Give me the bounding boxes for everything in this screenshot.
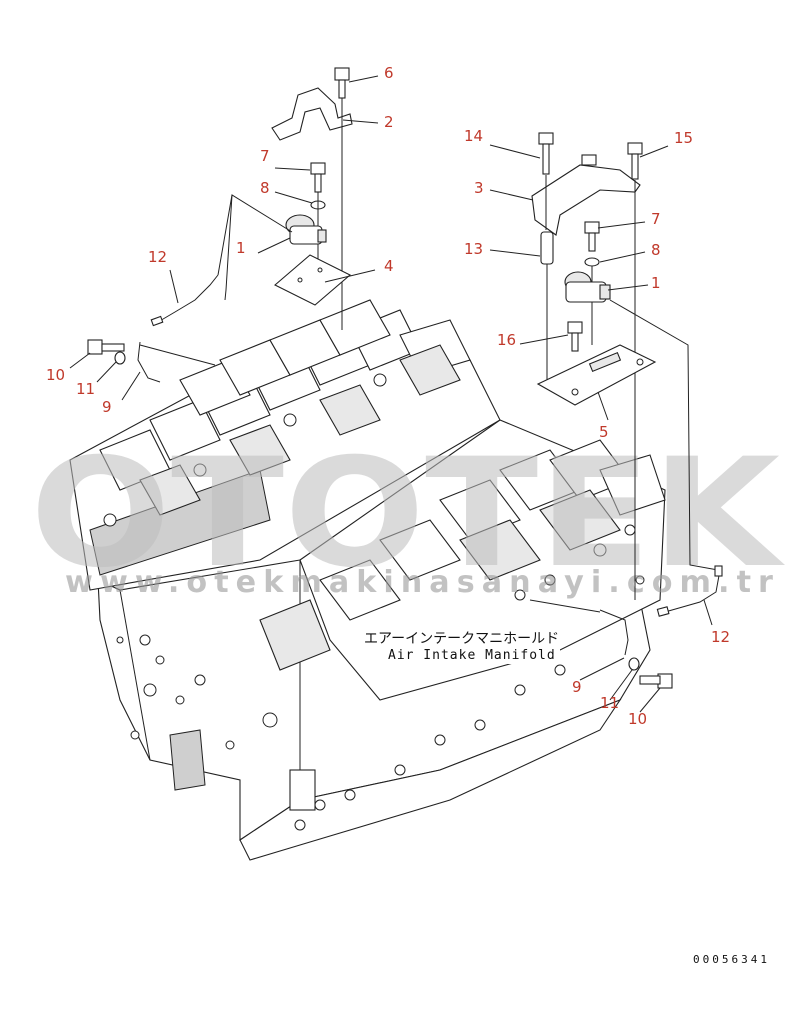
bolt-part-7a (310, 162, 326, 193)
bracket-part-2 (271, 87, 353, 141)
harness-part-9a (137, 341, 161, 383)
harness-part-9b (599, 609, 629, 656)
plate-part-4 (274, 254, 351, 306)
callout-12-left: 12 (148, 248, 167, 266)
leader-lines (69, 75, 713, 713)
callout-11-left: 11 (76, 380, 95, 398)
callout-14: 14 (464, 127, 483, 145)
callout-7-left: 7 (260, 147, 270, 165)
bolt-part-10b (639, 673, 673, 689)
document-id: 00056341 (693, 953, 770, 966)
callout-4: 4 (384, 257, 394, 275)
callout-10-left: 10 (46, 366, 65, 384)
callout-16: 16 (497, 331, 516, 349)
sensor-part-1b (564, 271, 611, 303)
harness-part-12a (157, 274, 219, 323)
callout-13: 13 (464, 240, 483, 258)
callout-9-right: 9 (572, 678, 582, 696)
harness-part-12b (664, 569, 721, 613)
annotation-japanese: エアーインテークマニホールド (364, 631, 559, 647)
callout-15: 15 (674, 129, 693, 147)
callout-2: 2 (384, 113, 394, 131)
callout-9-left: 9 (102, 398, 112, 416)
bolt-part-16 (567, 321, 583, 352)
right-sensor-assembly (529, 132, 723, 689)
spacer-part-13 (540, 231, 554, 265)
callout-3: 3 (474, 179, 484, 197)
washer-part-8b (584, 257, 600, 267)
watermark: OTOTEK www.otekmakinasanayi.com.tr (30, 427, 785, 601)
washer-part-11b (628, 657, 640, 671)
washer-part-11a (114, 351, 126, 365)
callout-11-right: 11 (600, 694, 619, 712)
bolt-part-6 (334, 67, 350, 99)
callout-8-right: 8 (651, 241, 661, 259)
callout-1-left: 1 (236, 239, 246, 257)
callout-6: 6 (384, 64, 394, 82)
callout-5: 5 (599, 423, 609, 441)
left-cylinder-bank (69, 299, 501, 591)
bolt-part-7b (584, 221, 600, 252)
watermark-brand: OTOTEK (30, 427, 785, 601)
manifold-annotation: エアーインテークマニホールド Air Intake Manifold (360, 628, 560, 664)
bolt-part-10a (87, 339, 125, 355)
callout-12-right: 12 (711, 628, 730, 646)
watermark-url: www.otekmakinasanayi.com.tr (65, 565, 780, 600)
left-sensor-assembly (87, 67, 353, 383)
plate-part-5 (536, 344, 657, 406)
callout-7-right: 7 (651, 210, 661, 228)
callout-numbers: 6 2 7 8 1 4 12 10 11 9 14 15 3 13 7 8 1 … (46, 64, 730, 728)
callout-1-right: 1 (651, 274, 661, 292)
bolt-part-15 (627, 142, 643, 180)
annotation-english: Air Intake Manifold (388, 648, 556, 663)
callout-8-left: 8 (260, 179, 270, 197)
bolt-part-14 (538, 132, 554, 175)
sensor-part-1a (285, 214, 327, 245)
callout-10-right: 10 (628, 710, 647, 728)
